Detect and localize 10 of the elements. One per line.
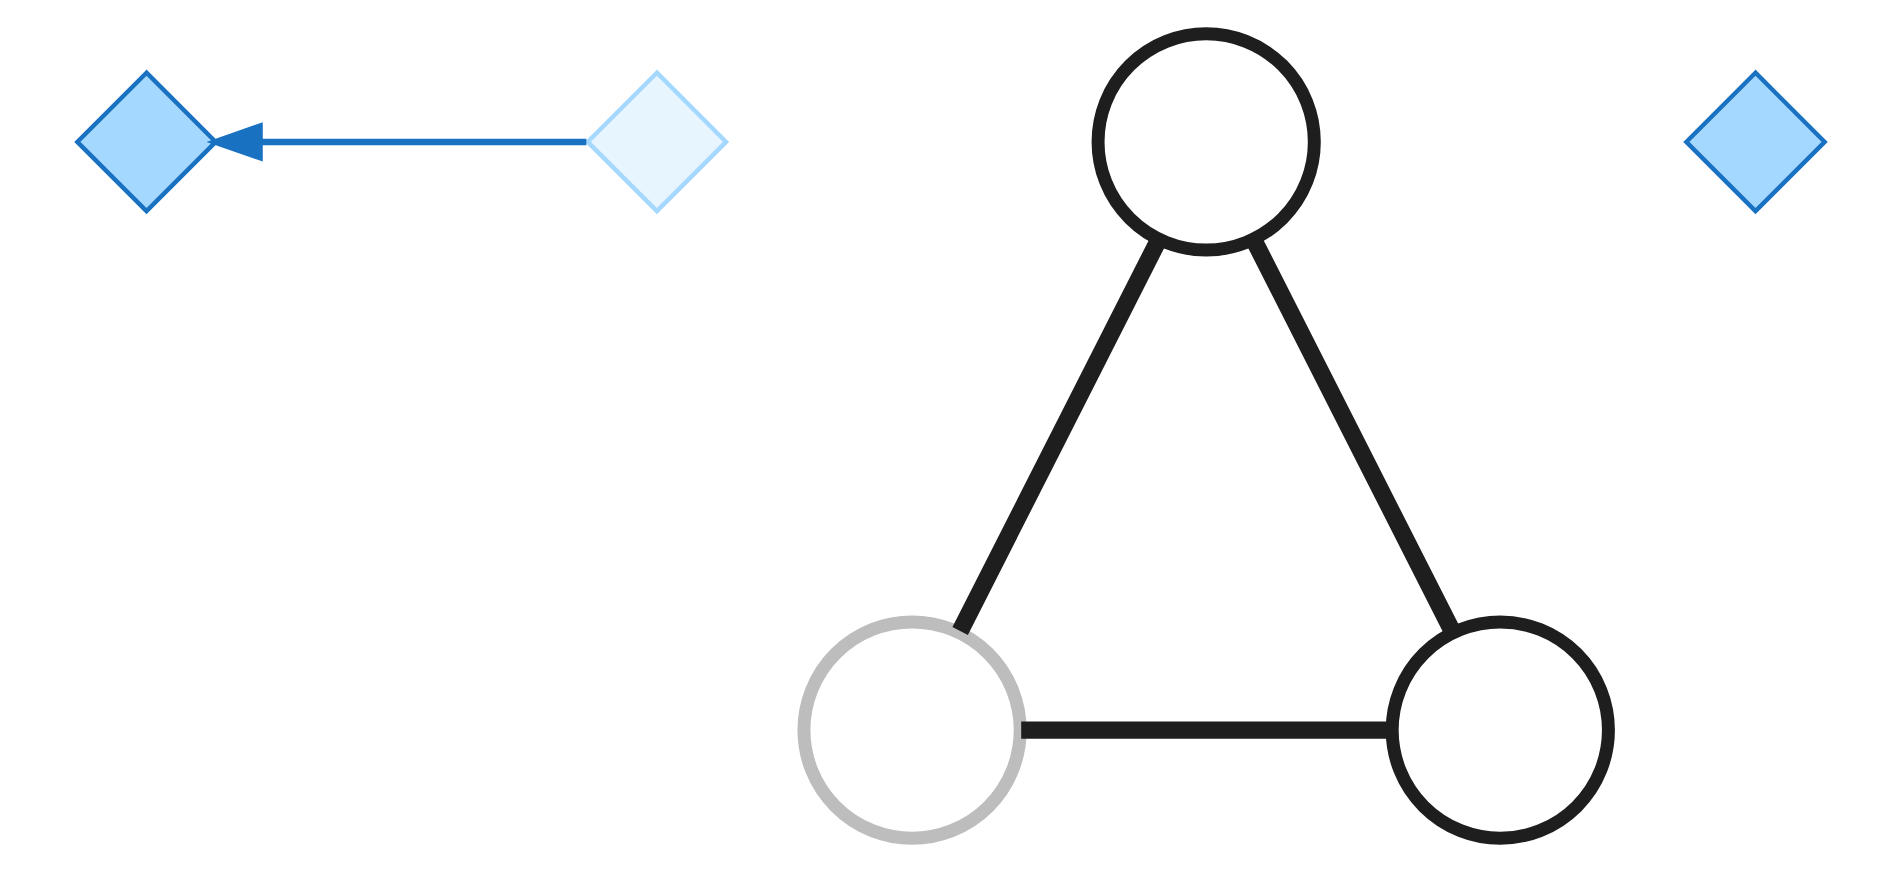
node-circle [1384,615,1614,845]
node-circle [1090,27,1320,257]
arrow [205,122,586,162]
connector [1244,235,1459,635]
node-diamond [1682,69,1827,215]
node-diamond [583,69,729,215]
connector [1020,721,1391,739]
node-circle [796,615,1026,845]
connector [951,235,1166,635]
node-diamond [73,69,218,215]
